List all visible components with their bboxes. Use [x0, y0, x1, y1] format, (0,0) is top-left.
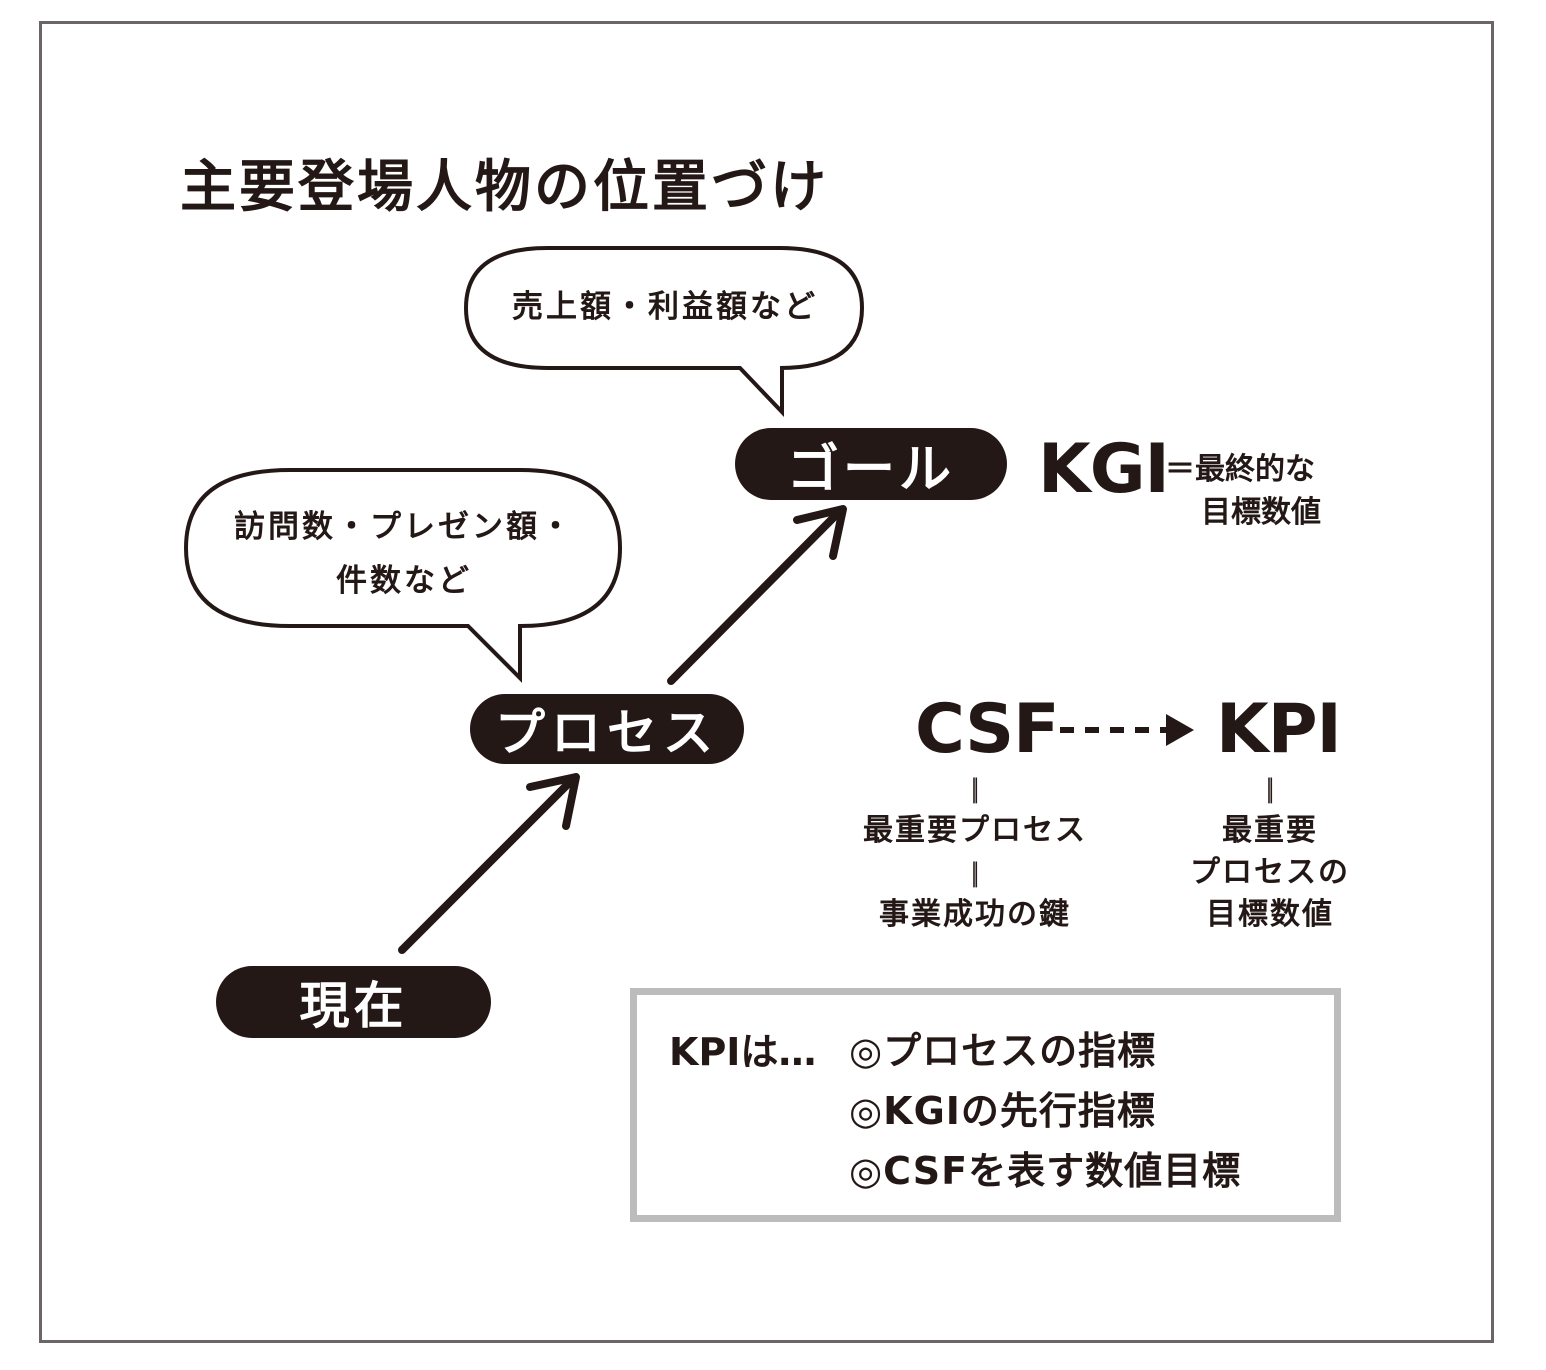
kgi-description-line-1: ＝最終的な — [1165, 452, 1315, 487]
node-process-label: プロセス — [495, 704, 719, 762]
node-goal-label: ゴール — [786, 439, 955, 500]
kgi-description-line-2: 目標数値 — [1201, 495, 1321, 530]
csf-definition: ‖ 最重要プロセス ‖ 事業成功の鍵 — [845, 768, 1105, 936]
kpi-definition-line-1: 最重要 — [1222, 813, 1318, 848]
process-example-text: 訪問数・プレゼン額・ 件数など — [188, 500, 620, 608]
equals-sign-vertical: ‖ — [1266, 774, 1274, 804]
arrow-now-to-process — [398, 773, 580, 954]
equals-sign-vertical: ‖ — [971, 858, 979, 888]
kgi-description: ＝最終的な 目標数値 — [1165, 448, 1321, 534]
process-example-line-1: 訪問数・プレゼン額・ — [234, 509, 574, 545]
process-example-line-2: 件数など — [336, 563, 472, 599]
equals-sign-vertical: ‖ — [971, 774, 979, 804]
node-goal: ゴール — [735, 428, 1007, 500]
kpi-summary-box: KPIは… ◎プロセスの指標 ◎KGIの先行指標 ◎CSFを表す数値目標 — [630, 988, 1341, 1222]
kpi-summary-item: ◎プロセスの指標 — [849, 1029, 1157, 1073]
kpi-definition-line-2: プロセスの — [1190, 855, 1350, 890]
node-process: プロセス — [470, 694, 744, 764]
goal-example-line: 売上額・利益額など — [512, 289, 818, 325]
kpi-definition-line-3: 目標数値 — [1206, 897, 1334, 932]
arrow-process-to-goal — [667, 505, 847, 685]
diagram-title: 主要登場人物の位置づけ — [180, 155, 829, 220]
kgi-label: KGI — [1038, 430, 1170, 509]
outer-frame — [39, 21, 1494, 1343]
node-now: 現在 — [216, 966, 491, 1038]
csf-definition-line-2: 事業成功の鍵 — [879, 897, 1071, 932]
node-now-label: 現在 — [299, 977, 408, 1035]
speech-bubble-process — [183, 468, 623, 683]
kpi-summary-item: ◎KGIの先行指標 — [849, 1089, 1156, 1133]
kpi-summary-list: ◎プロセスの指標 ◎KGIの先行指標 ◎CSFを表す数値目標 — [849, 1021, 1241, 1201]
csf-definition-line-1: 最重要プロセス — [863, 813, 1087, 848]
kpi-label: KPI — [1216, 690, 1342, 769]
kpi-summary-item: ◎CSFを表す数値目標 — [849, 1149, 1242, 1193]
csf-label: CSF — [915, 690, 1060, 769]
goal-example-text: 売上額・利益額など — [470, 280, 860, 334]
dashed-arrow-csf-to-kpi — [1060, 714, 1194, 746]
kpi-definition: ‖ 最重要 プロセスの 目標数値 — [1165, 768, 1375, 936]
speech-bubble-goal — [463, 246, 865, 417]
kpi-summary-lead: KPIは… — [669, 1030, 817, 1074]
